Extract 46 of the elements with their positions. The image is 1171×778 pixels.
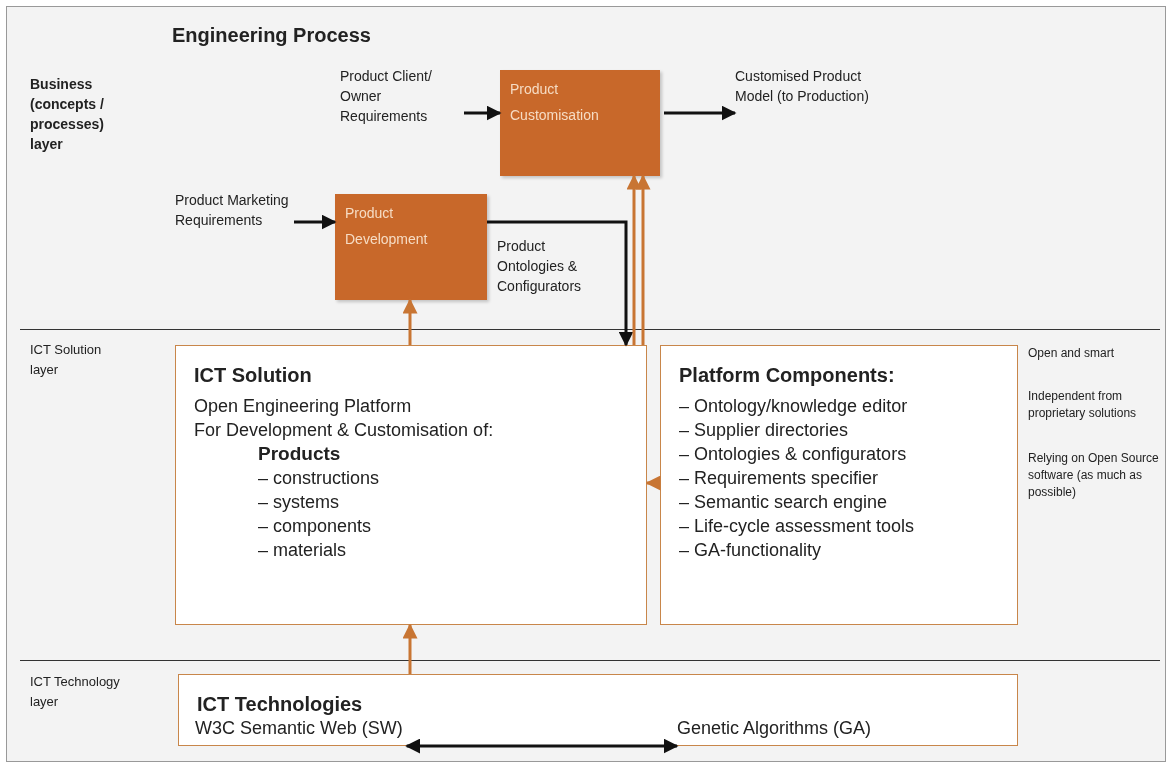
node-text: Products bbox=[257, 442, 342, 466]
layer-label: Open and smart bbox=[1028, 345, 1116, 362]
node-text: Product Marketing Requirements bbox=[175, 191, 290, 230]
node-text: – Ontology/knowledge editor bbox=[679, 395, 909, 418]
node-text: – GA-functionality bbox=[679, 539, 823, 562]
box-heading: ICT Technologies bbox=[197, 692, 364, 717]
node-text: – Requirements specifier bbox=[679, 467, 880, 490]
diagram-title: Engineering Process bbox=[172, 23, 371, 48]
node-text: – Life-cycle assessment tools bbox=[679, 515, 916, 538]
panel-box bbox=[175, 345, 647, 625]
layer-label: Business (concepts / processes) layer bbox=[30, 75, 105, 154]
node-text: For Development & Customisation of: bbox=[194, 419, 495, 442]
node-text: – systems bbox=[257, 491, 341, 514]
node-text: Product Client/ Owner Requirements bbox=[340, 67, 433, 126]
node-text: – Semantic search engine bbox=[679, 491, 889, 514]
arrow bbox=[402, 298, 418, 345]
node-text: Genetic Algorithms (GA) bbox=[677, 717, 872, 739]
node-text: W3C Semantic Web (SW) bbox=[195, 717, 403, 739]
node-text: Product Customisation bbox=[509, 80, 600, 125]
layer-label: ICT Technology layer bbox=[30, 673, 120, 711]
box-heading: Platform Components: bbox=[679, 363, 896, 388]
box-heading: ICT Solution bbox=[194, 363, 313, 388]
node-text: Open Engineering Platform bbox=[194, 395, 413, 418]
arrow bbox=[645, 475, 661, 491]
panel-box bbox=[660, 345, 1018, 625]
arrow bbox=[294, 214, 337, 230]
node-text: – materials bbox=[257, 539, 348, 562]
arrow bbox=[626, 174, 642, 345]
panel-box bbox=[178, 674, 1018, 746]
process-box bbox=[335, 194, 487, 300]
arrow bbox=[487, 220, 634, 347]
node-text: Customised Product Model (to Production) bbox=[735, 67, 870, 106]
arrow bbox=[464, 105, 502, 121]
layer-label: Relying on Open Source software (as much as possible) bbox=[1028, 450, 1160, 501]
node-text: – Ontologies & configurators bbox=[679, 443, 908, 466]
node-text: – components bbox=[257, 515, 373, 538]
arrow bbox=[402, 623, 418, 674]
node-text: Product Development bbox=[344, 204, 429, 249]
node-text: – Supplier directories bbox=[679, 419, 850, 442]
layer-label: Independent from proprietary solutions bbox=[1028, 388, 1138, 422]
arrow bbox=[405, 738, 679, 754]
arrow bbox=[635, 174, 651, 345]
process-box bbox=[500, 70, 660, 176]
node-text: – constructions bbox=[257, 467, 381, 490]
arrow bbox=[664, 105, 737, 121]
layer-label: ICT Solution layer bbox=[30, 341, 103, 379]
